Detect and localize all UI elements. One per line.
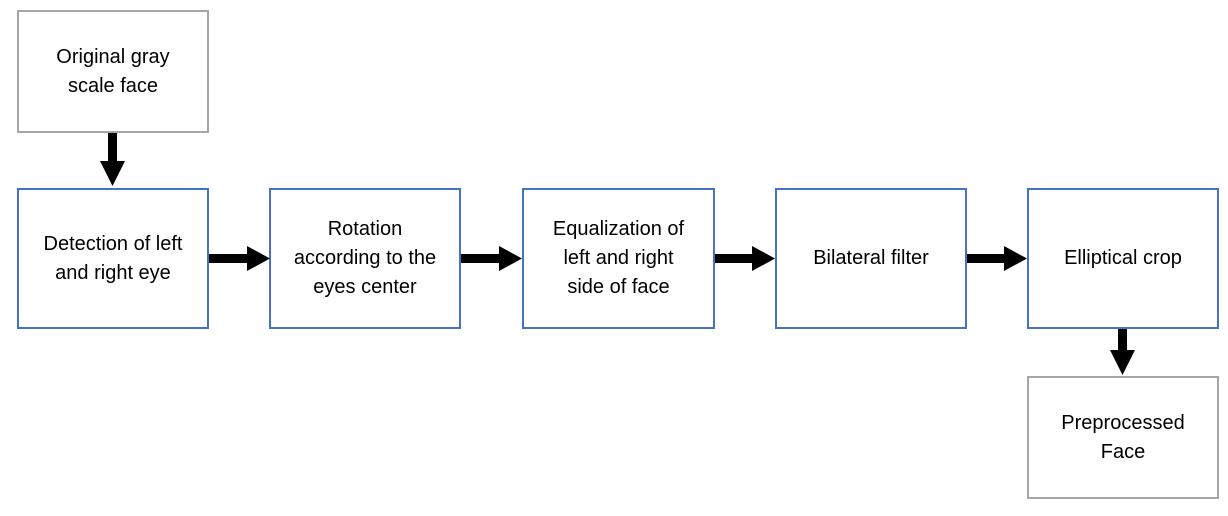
elliptical-crop-label: Elliptical crop xyxy=(1064,247,1182,269)
rotation-label: Rotation according to the eyes center xyxy=(293,218,437,298)
arrow-detection-to-rotation xyxy=(209,246,270,271)
elliptical-crop-box: Elliptical crop xyxy=(1027,188,1219,329)
eye-detection-box: Detection of left and right eye xyxy=(17,188,209,329)
original-face-label: Original gray scale face xyxy=(56,45,170,97)
equalization-label: Equalization of left and right side of f… xyxy=(552,218,685,298)
bilateral-filter-box: Bilateral filter xyxy=(775,188,967,329)
arrow-original-to-detection xyxy=(100,133,125,186)
preprocessed-face-label: Preprocessed Face xyxy=(1061,411,1185,463)
equalization-box: Equalization of left and right side of f… xyxy=(522,188,715,329)
arrow-bilateral-to-elliptical xyxy=(967,246,1027,271)
original-face-box: Original gray scale face xyxy=(17,10,209,133)
arrow-elliptical-to-preprocessed xyxy=(1110,329,1135,375)
bilateral-filter-label: Bilateral filter xyxy=(813,247,929,269)
rotation-box: Rotation according to the eyes center xyxy=(269,188,461,329)
eye-detection-label: Detection of left and right eye xyxy=(43,232,183,284)
arrow-rotation-to-equalization xyxy=(461,246,522,271)
preprocessed-face-box: Preprocessed Face xyxy=(1027,376,1219,499)
arrow-equalization-to-bilateral xyxy=(715,246,775,271)
